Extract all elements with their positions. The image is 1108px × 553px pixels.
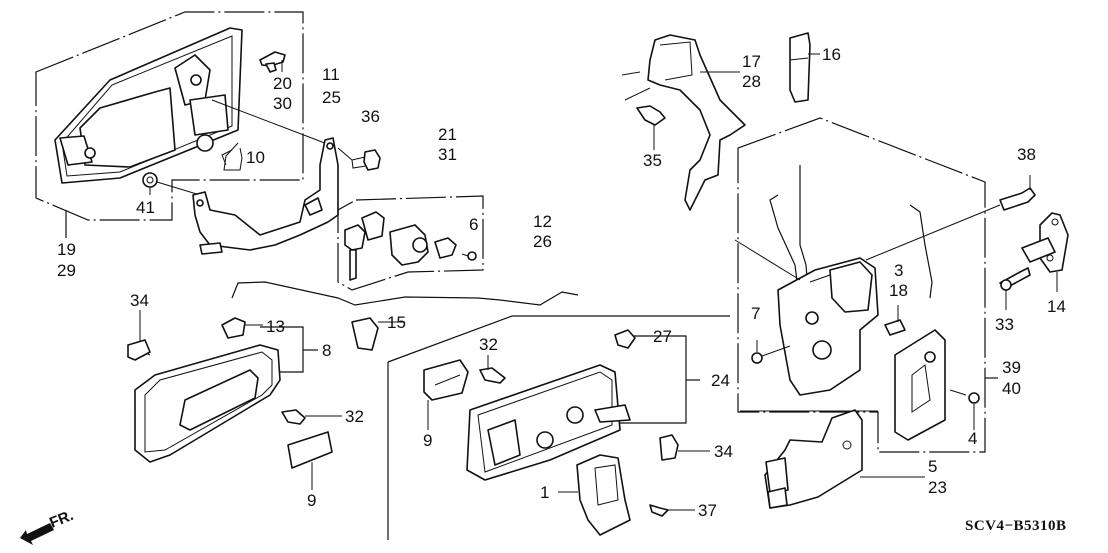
outer-handle-group-box	[35, 11, 304, 238]
callout-5[interactable]: 5	[928, 457, 937, 476]
outer-handle-assembly[interactable]	[54, 27, 331, 184]
inner-handle-assembly-front[interactable]	[129, 344, 281, 463]
callout-25[interactable]: 25	[322, 88, 341, 107]
callout-30[interactable]: 30	[273, 94, 292, 113]
callout-40: 40	[1002, 379, 1021, 398]
callout-34-left[interactable]: 34	[130, 291, 149, 310]
callout-4[interactable]: 4	[968, 429, 977, 448]
handle-cap-front-part[interactable]	[287, 431, 333, 490]
callout-41[interactable]: 41	[136, 198, 155, 217]
callout-34-right[interactable]: 34	[714, 442, 733, 461]
callout-9-rear[interactable]: 9	[423, 431, 432, 450]
callout-17[interactable]: 17	[742, 52, 761, 71]
callout-27[interactable]: 27	[653, 327, 672, 346]
latch-protector-part[interactable]	[647, 34, 746, 211]
latch-group-box	[737, 117, 998, 453]
callout-7[interactable]: 7	[751, 304, 760, 323]
bolt-35-part[interactable]	[636, 105, 666, 150]
handle-cap-rear-part[interactable]	[423, 359, 469, 430]
callout-33[interactable]: 33	[995, 315, 1014, 334]
grommet-part[interactable]	[789, 32, 820, 103]
callout-35[interactable]: 35	[643, 151, 662, 170]
callout-37[interactable]: 37	[698, 501, 717, 520]
screw-32-front-part[interactable]	[281, 409, 342, 425]
callout-23[interactable]: 23	[928, 478, 947, 497]
callout-6[interactable]: 6	[469, 215, 478, 234]
front-handle-group-box	[260, 326, 318, 373]
cylinder-set-with-keys[interactable]	[344, 211, 477, 281]
striker-part[interactable]	[1021, 212, 1069, 292]
callout-15[interactable]: 15	[387, 313, 406, 332]
callout-8[interactable]: 8	[322, 341, 331, 360]
callout-39[interactable]: 39	[1002, 358, 1021, 377]
clip-nut-34-right-part[interactable]	[659, 434, 710, 461]
rod-clip-13-part[interactable]	[221, 317, 263, 339]
front-direction-indicator: FR.	[20, 507, 76, 545]
screw-32-rear-part[interactable]	[479, 355, 506, 384]
nut-part[interactable]	[142, 172, 201, 196]
rod-clip-15-part[interactable]	[351, 317, 405, 351]
callout-20[interactable]: 20	[273, 74, 292, 93]
cylinder-group-box	[337, 195, 484, 291]
callout-14[interactable]: 14	[1047, 297, 1066, 316]
diagram-code: SCV4−B5310B	[965, 518, 1067, 534]
callout-29[interactable]: 29	[57, 261, 76, 280]
callout-3[interactable]: 3	[894, 261, 903, 280]
callout-16[interactable]: 16	[822, 45, 841, 64]
callout-12[interactable]: 12	[533, 212, 552, 231]
rod-clip-27-part[interactable]	[614, 329, 650, 349]
callout-31[interactable]: 31	[438, 145, 457, 164]
callout-36[interactable]: 36	[361, 107, 380, 126]
callout-13[interactable]: 13	[266, 317, 285, 336]
inner-handle-assembly-rear[interactable]	[466, 364, 631, 481]
handle-protector-part[interactable]	[259, 51, 286, 73]
callout-38[interactable]: 38	[1017, 145, 1036, 164]
front-direction-label: FR.	[47, 507, 76, 532]
rear-handle-group-box	[387, 315, 730, 540]
callout-19[interactable]: 19	[57, 240, 76, 259]
latch-assembly[interactable]	[734, 165, 1001, 441]
callout-11[interactable]: 11	[322, 65, 340, 84]
callout-1[interactable]: 1	[540, 483, 549, 502]
callout-9-front[interactable]: 9	[307, 491, 316, 510]
callout-26[interactable]: 26	[533, 232, 552, 251]
striker-screw-part[interactable]	[999, 267, 1031, 310]
callout-32-front[interactable]: 32	[345, 407, 364, 426]
lock-rod-part[interactable]	[231, 281, 579, 306]
clip-part[interactable]	[221, 142, 243, 171]
striker-bolt-part[interactable]	[999, 175, 1036, 211]
bolt-36-part[interactable]	[337, 147, 381, 171]
callout-28[interactable]: 28	[742, 72, 761, 91]
actuator-part[interactable]	[740, 409, 925, 509]
callout-10[interactable]: 10	[246, 148, 265, 167]
callout-24[interactable]: 24	[711, 371, 730, 390]
handle-bracket-part[interactable]	[192, 137, 339, 255]
screw-37-part[interactable]	[649, 504, 695, 517]
clip-nut-34-left-part[interactable]	[127, 310, 151, 361]
callout-32-rear[interactable]: 32	[479, 335, 498, 354]
front-arrow-icon	[20, 523, 54, 545]
callout-18[interactable]: 18	[889, 281, 908, 300]
callout-21[interactable]: 21	[438, 125, 457, 144]
callout-labels: 20 30 11 25 36 10 41 19 29 21 31 6 12 26…	[57, 45, 1066, 520]
child-lock-switch-part[interactable]	[558, 454, 631, 536]
